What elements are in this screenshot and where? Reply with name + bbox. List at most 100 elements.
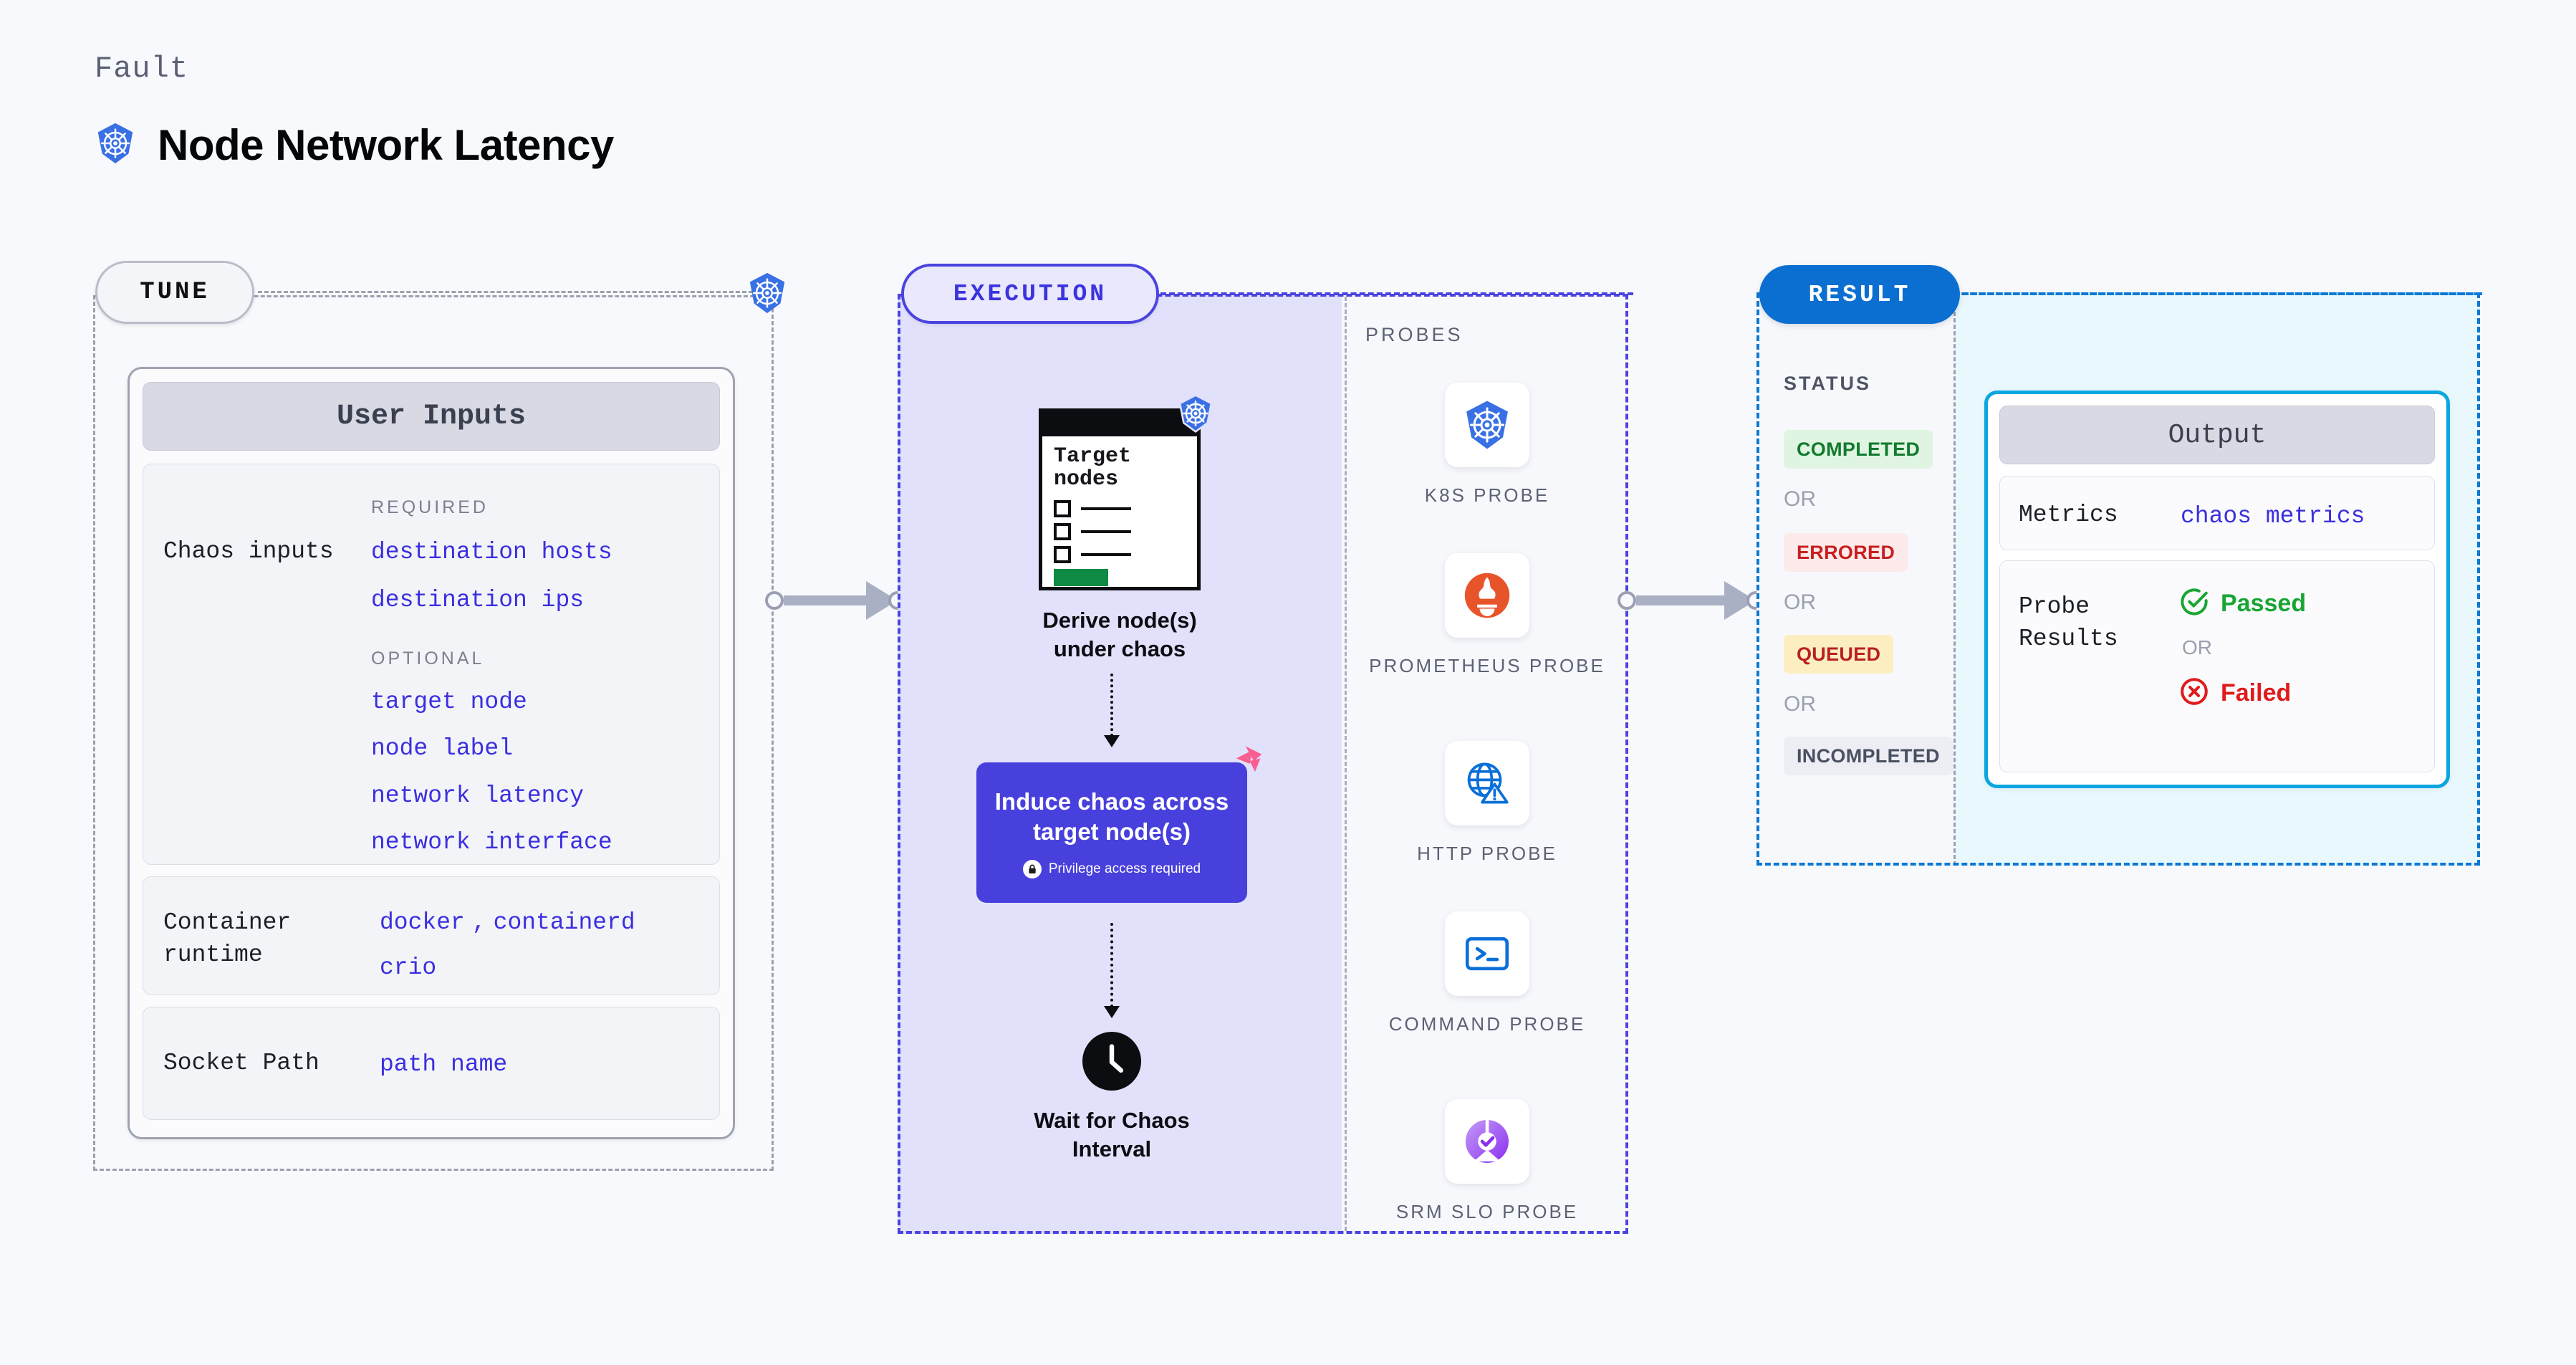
probe-results-row: Probe Results Passed OR [1999, 560, 2435, 772]
probe-item-srm-slo[interactable]: SRM SLO PROBE [1347, 1099, 1628, 1226]
page-eyebrow: Fault [95, 52, 189, 86]
probe-label: K8S PROBE [1424, 484, 1550, 506]
privilege-note-text: Privilege access required [1048, 861, 1201, 877]
or-label: OR [2182, 636, 2212, 658]
status-badge: QUEUED [1784, 635, 1894, 674]
probe-item-k8s[interactable]: K8S PROBE [1347, 383, 1628, 509]
container-runtime-value[interactable]: containerd [493, 909, 635, 936]
result-status-panel: STATUS COMPLETED OR ERRORED OR QUEUED OR… [1756, 292, 1956, 866]
value-separator: , [471, 909, 486, 936]
or-label: OR [1784, 692, 1816, 716]
optional-heading: OPTIONAL [371, 648, 485, 669]
metrics-row: Metrics chaos metrics [1999, 476, 2435, 550]
connector-execution-to-result [1618, 581, 1765, 620]
induce-chaos-box[interactable]: Induce chaos across target node(s) Privi… [976, 746, 1262, 903]
metrics-label: Metrics [2019, 502, 2118, 528]
container-runtime-value[interactable]: crio [380, 954, 437, 982]
probe-item-prometheus[interactable]: PROMETHEUS PROBE [1347, 553, 1628, 680]
status-badge: ERRORED [1784, 533, 1908, 572]
x-circle-icon [2179, 676, 2209, 710]
prometheus-icon [1445, 553, 1529, 638]
connector-bar [1636, 595, 1726, 605]
failed-label: Failed [2221, 679, 2292, 707]
container-runtime-label: Container runtime [163, 907, 335, 971]
page-title: Node Network Latency [158, 121, 614, 169]
http-globe-warning-icon [1445, 741, 1529, 825]
container-runtime-label-text: Container runtime [163, 909, 292, 968]
probe-label: COMMAND PROBE [1388, 1013, 1586, 1035]
status-badge: COMPLETED [1784, 430, 1933, 469]
green-bar-indicator [1054, 568, 1108, 586]
line-placeholder [1081, 530, 1131, 533]
probe-item-http[interactable]: HTTP PROBE [1347, 741, 1628, 868]
probe-result-passed: Passed [2179, 587, 2306, 621]
execution-stage-pill[interactable]: EXECUTION [901, 264, 1159, 324]
flow-arrow-head [1104, 1006, 1120, 1018]
probes-panel: PROBES K8S PROBE [1345, 297, 1625, 1231]
line-placeholder [1081, 507, 1131, 510]
kubernetes-icon [1176, 393, 1216, 437]
induce-chaos-title: Induce chaos across target node(s) [994, 787, 1229, 845]
connector-bar [784, 595, 868, 605]
checkbox-icon [1054, 499, 1071, 517]
list-item [1054, 499, 1197, 517]
chaos-input-value[interactable]: destination ips [371, 587, 585, 614]
kubernetes-icon [1445, 383, 1529, 467]
kubernetes-icon [93, 121, 138, 169]
container-runtime-value[interactable]: docker [380, 909, 465, 936]
output-card: Output Metrics chaos metrics Probe Resul… [1984, 391, 2450, 788]
metrics-value[interactable]: chaos metrics [2181, 503, 2365, 530]
probe-result-failed: Failed [2179, 676, 2306, 710]
check-circle-icon [2179, 587, 2209, 621]
chaos-input-value[interactable]: network interface [371, 828, 612, 856]
checkbox-icon [1054, 522, 1071, 540]
chaos-inputs-label: Chaos inputs [163, 538, 334, 565]
chaos-input-value[interactable]: node label [371, 735, 514, 762]
clock-icon [1082, 1032, 1141, 1091]
page-title-row: Node Network Latency [93, 120, 614, 170]
execution-connector-line [1160, 292, 1633, 295]
tune-stage-boundary [93, 295, 774, 1171]
chaos-input-value[interactable]: target node [371, 689, 527, 716]
tune-connector-line [258, 291, 759, 293]
status-badge: INCOMPLETED [1784, 737, 1953, 775]
probe-results-label: Probe Results [2019, 593, 2118, 652]
required-heading: REQUIRED [371, 497, 489, 517]
target-nodes-card-title: Target nodes [1054, 444, 1132, 492]
result-stage-pill[interactable]: RESULT [1759, 265, 1960, 324]
chaos-input-value[interactable]: destination hosts [371, 539, 612, 565]
kubernetes-icon [745, 271, 789, 315]
srm-slo-icon [1445, 1099, 1529, 1184]
connector-dot [1618, 591, 1636, 610]
lock-icon [1022, 860, 1042, 879]
or-label: OR [1784, 487, 1816, 511]
or-label: OR [1784, 590, 1816, 614]
flow-arrow-head [1104, 735, 1120, 747]
list-item [1054, 522, 1197, 540]
socket-path-value[interactable]: path name [380, 1051, 508, 1078]
line-placeholder [1081, 552, 1131, 556]
user-inputs-title: User Inputs [143, 382, 720, 451]
connector-dot [765, 591, 784, 610]
status-heading: STATUS [1784, 373, 1871, 394]
tune-stage-pill[interactable]: TUNE [95, 261, 254, 324]
output-title: Output [1999, 406, 2435, 464]
chaos-input-value[interactable]: network latency [371, 782, 585, 809]
target-nodes-card: Target nodes [1039, 394, 1213, 590]
privilege-note: Privilege access required [1022, 860, 1201, 879]
user-inputs-card: User Inputs Chaos inputs REQUIRED destin… [128, 367, 735, 1139]
socket-path-section: Socket Path path name [143, 1007, 720, 1120]
checkbox-icon [1054, 545, 1071, 563]
flow-node-wait-interval: Wait for Chaos Interval [1022, 1032, 1201, 1164]
list-item [1054, 545, 1197, 563]
socket-path-label: Socket Path [163, 1050, 319, 1076]
probe-label: PROMETHEUS PROBE [1369, 655, 1605, 676]
connector-tune-to-execution [765, 581, 907, 620]
flow-node-caption: Wait for Chaos Interval [1034, 1108, 1190, 1162]
result-connector-line [1963, 292, 2482, 295]
passed-label: Passed [2221, 590, 2307, 617]
flow-node-derive-nodes: Target nodes [1030, 394, 1213, 664]
probe-item-command[interactable]: COMMAND PROBE [1347, 911, 1628, 1038]
flow-node-caption: Derive node(s) under chaos [1042, 608, 1197, 662]
